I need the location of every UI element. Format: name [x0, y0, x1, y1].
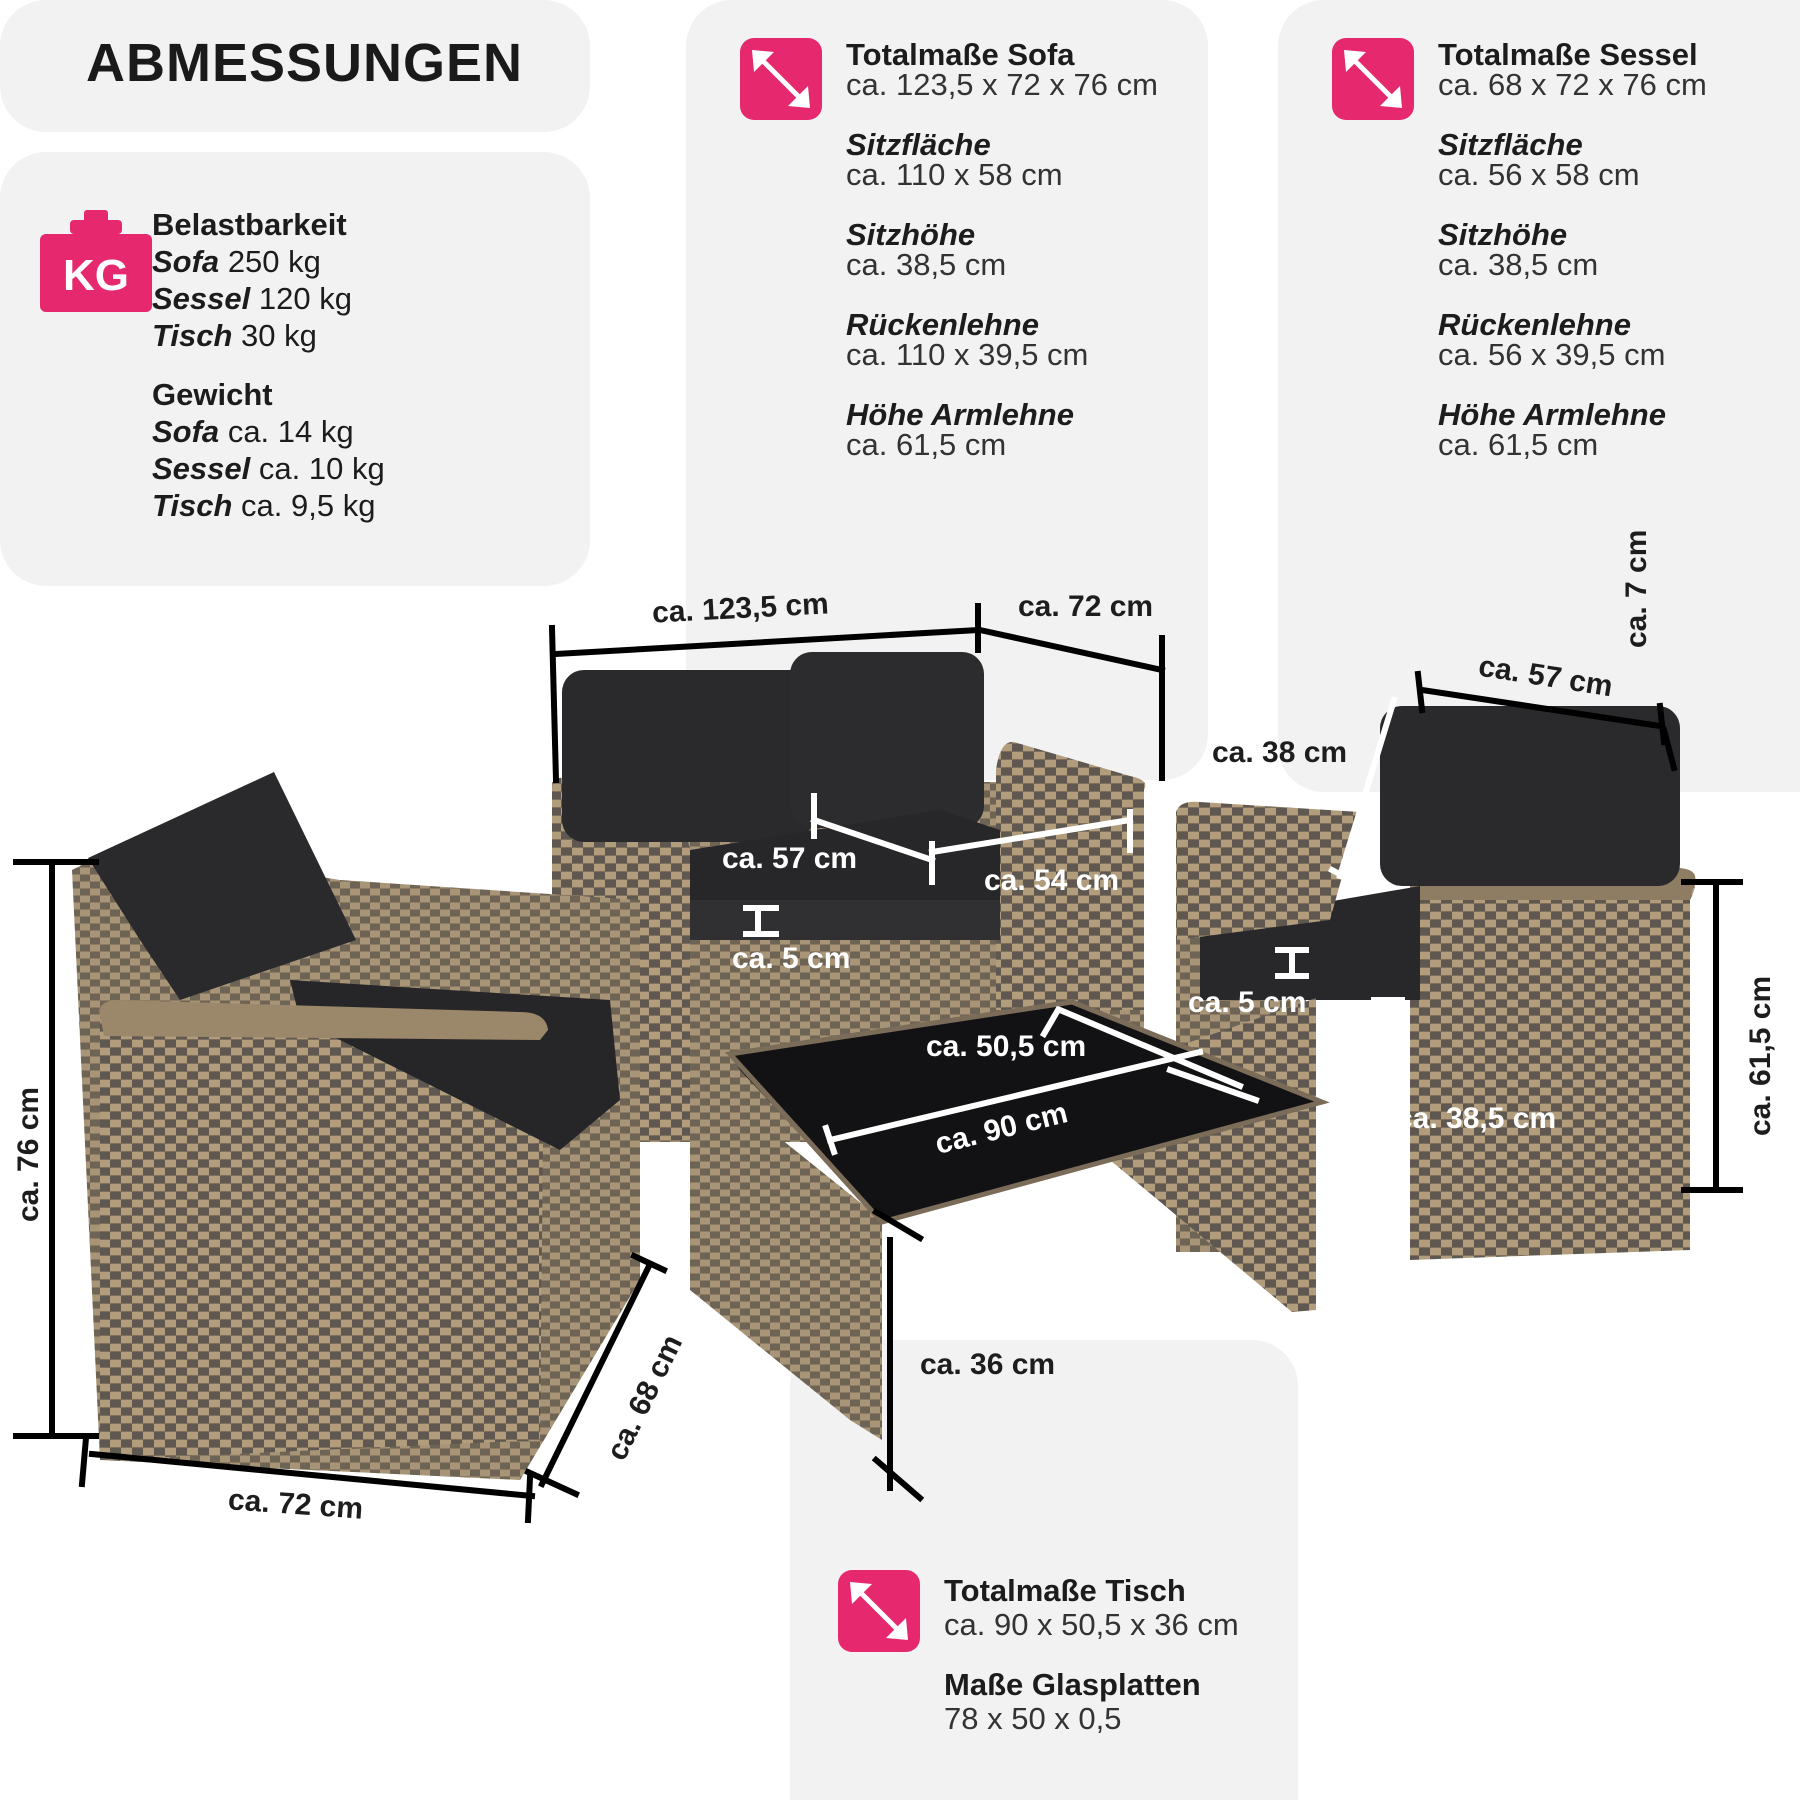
load-capacity-block: Belastbarkeit Sofa 250 kg Sessel 120 kg …	[152, 206, 385, 524]
gewicht-label: Gewicht	[152, 377, 273, 412]
title-panel	[0, 0, 590, 132]
sofa-seat-depth-label: ca. 57 cm	[722, 842, 858, 875]
armchair-back-cushion-label: ca. 7 cm	[1620, 529, 1653, 648]
armchair-total-title: Totalmaße Sessel	[1438, 37, 1698, 72]
belastbarkeit-row: Sofa 250 kg	[152, 244, 321, 279]
armchair-spec-value: ca. 56 x 58 cm	[1438, 157, 1640, 192]
armchair-cushion-label: ca. 5 cm	[1188, 986, 1307, 1019]
gewicht-row: Tisch ca. 9,5 kg	[152, 488, 376, 523]
sofa-spec-label: Sitzhöhe	[846, 217, 976, 252]
sofa-spec-block: Totalmaße Sofa ca. 123,5 x 72 x 76 cm Si…	[846, 37, 1158, 462]
diagonal-arrow-icon	[1332, 38, 1414, 120]
sofa-spec-label: Höhe Armlehne	[846, 397, 1074, 432]
diagonal-arrow-icon	[838, 1570, 920, 1652]
table-height-label: ca. 36 cm	[920, 1348, 1056, 1381]
armchair-spec-value: ca. 61,5 cm	[1438, 427, 1599, 462]
belastbarkeit-row: Tisch 30 kg	[152, 318, 317, 353]
diagonal-arrow-icon	[740, 38, 822, 120]
left-chair-height-label: ca. 76 cm	[12, 1086, 45, 1222]
armchair-spec-label: Sitzhöhe	[1438, 217, 1568, 252]
glass-plate-value: 78 x 50 x 0,5	[944, 1701, 1122, 1736]
gewicht-row: Sessel ca. 10 kg	[152, 451, 385, 486]
sofa-seat-width-label: ca. 54 cm	[984, 864, 1120, 897]
armchair-back-height-label: ca. 38 cm	[1212, 736, 1348, 769]
armchair-left-illustration	[72, 772, 640, 1480]
armchair-spec-label: Rückenlehne	[1438, 307, 1631, 342]
svg-text:KG: KG	[63, 251, 129, 300]
gewicht-row: Sofa ca. 14 kg	[152, 414, 354, 449]
table-spec-block: Totalmaße Tisch ca. 90 x 50,5 x 36 cm Ma…	[944, 1573, 1239, 1736]
sofa-depth-label: ca. 72 cm	[1018, 590, 1154, 623]
armchair-spec-panel	[1278, 0, 1800, 792]
armchair-spec-value: ca. 56 x 39,5 cm	[1438, 337, 1666, 372]
table-total-title: Totalmaße Tisch	[944, 1573, 1186, 1608]
sofa-spec-label: Rückenlehne	[846, 307, 1039, 342]
sofa-cushion-label: ca. 5 cm	[732, 942, 851, 975]
page-title: ABMESSUNGEN	[86, 33, 524, 93]
armchair-seat-height-label: ca. 38,5 cm	[1396, 1102, 1557, 1135]
armchair-spec-value: ca. 38,5 cm	[1438, 247, 1599, 282]
armchair-arm-height-label: ca. 61,5 cm	[1744, 975, 1777, 1136]
sofa-total-value: ca. 123,5 x 72 x 76 cm	[846, 67, 1158, 102]
armchair-spec-block: Totalmaße Sessel ca. 68 x 72 x 76 cm Sit…	[1438, 37, 1707, 462]
kg-weight-icon: KG	[40, 210, 152, 312]
belastbarkeit-label: Belastbarkeit	[152, 207, 347, 242]
table-total-value: ca. 90 x 50,5 x 36 cm	[944, 1607, 1239, 1642]
table-depth-label: ca. 50,5 cm	[926, 1030, 1087, 1063]
sofa-spec-value: ca. 38,5 cm	[846, 247, 1007, 282]
glass-plate-label: Maße Glasplatten	[944, 1667, 1201, 1702]
sofa-spec-panel	[686, 0, 1208, 780]
sofa-spec-value: ca. 110 x 58 cm	[846, 157, 1063, 192]
belastbarkeit-row: Sessel 120 kg	[152, 281, 352, 316]
sofa-spec-value: ca. 61,5 cm	[846, 427, 1007, 462]
armchair-spec-label: Sitzfläche	[1438, 127, 1583, 162]
sofa-total-title: Totalmaße Sofa	[846, 37, 1075, 72]
armchair-spec-label: Höhe Armlehne	[1438, 397, 1666, 432]
armchair-total-value: ca. 68 x 72 x 76 cm	[1438, 67, 1707, 102]
sofa-spec-value: ca. 110 x 39,5 cm	[846, 337, 1089, 372]
sofa-spec-label: Sitzfläche	[846, 127, 991, 162]
